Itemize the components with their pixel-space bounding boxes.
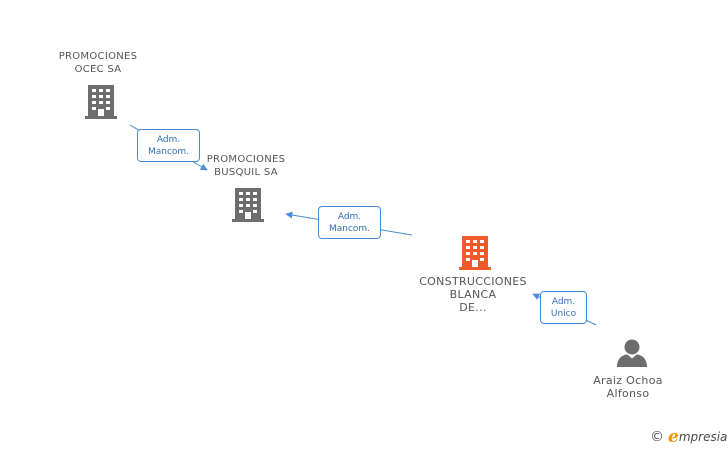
edge-label-line1: Adm. bbox=[156, 135, 181, 145]
node-person-label[interactable]: Araiz Ochoa Alfonso bbox=[582, 374, 674, 400]
edge-label-person-blanca[interactable]: Adm. Unico bbox=[540, 291, 587, 324]
edge-label-line1: Adm. bbox=[551, 297, 576, 307]
brand-name: mpresia bbox=[678, 430, 728, 444]
brand-logo: © e mpresia bbox=[650, 427, 728, 447]
building-icon[interactable] bbox=[85, 85, 117, 119]
node-blanca-line1: CONSTRUCCIONES bbox=[419, 275, 527, 288]
edge-label-blanca-busquil[interactable]: Adm. Mancom. bbox=[318, 206, 381, 239]
edge-label-line1: Adm. bbox=[337, 212, 362, 222]
edge-label-line2: Mancom. bbox=[328, 224, 371, 234]
node-person-line2: Alfonso bbox=[606, 387, 650, 400]
edge-label-line2: Unico bbox=[550, 309, 577, 319]
building-icon[interactable] bbox=[232, 188, 264, 222]
node-person-line1: Araiz Ochoa bbox=[593, 374, 663, 387]
copyright-symbol: © bbox=[650, 429, 664, 445]
building-highlight-icon[interactable] bbox=[459, 236, 491, 270]
node-ocec-line2: OCEC SA bbox=[74, 64, 122, 75]
node-blanca-line3: DE... bbox=[459, 301, 487, 314]
node-ocec-label[interactable]: PROMOCIONES OCEC SA bbox=[50, 50, 146, 76]
person-icon[interactable] bbox=[617, 339, 647, 367]
node-busquil-line2: BUSQUIL SA bbox=[214, 167, 278, 178]
edge-label-line2: Mancom. bbox=[147, 147, 190, 157]
node-blanca-line2: BLANCA bbox=[449, 288, 497, 301]
node-ocec-line1: PROMOCIONES bbox=[58, 51, 138, 62]
brand-initial: e bbox=[668, 427, 679, 447]
node-blanca-label[interactable]: CONSTRUCCIONES BLANCA DE... bbox=[408, 275, 538, 314]
edge-label-ocec-busquil[interactable]: Adm. Mancom. bbox=[137, 129, 200, 162]
node-busquil-line1: PROMOCIONES bbox=[206, 154, 286, 165]
node-busquil-label[interactable]: PROMOCIONES BUSQUIL SA bbox=[196, 153, 296, 179]
